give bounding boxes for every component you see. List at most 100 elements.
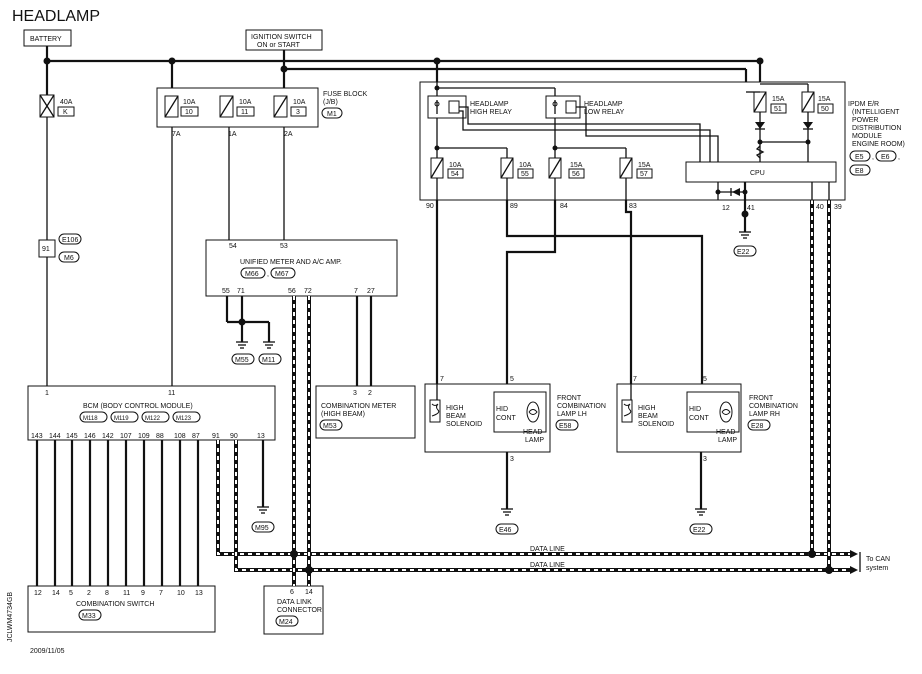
ipdm-lamp-wires bbox=[435, 200, 704, 384]
bcm-pin-label: 90 bbox=[230, 433, 238, 440]
fuse-block-label-2: (J/B) bbox=[323, 99, 338, 106]
svg-text:5: 5 bbox=[510, 376, 514, 383]
bcm-pin-label: 142 bbox=[102, 433, 114, 440]
svg-text:M119: M119 bbox=[114, 416, 129, 422]
svg-text:LAMP LH: LAMP LH bbox=[557, 411, 587, 418]
svg-text:27: 27 bbox=[367, 288, 375, 295]
switch-pin-label: 7 bbox=[159, 590, 163, 597]
svg-text:HID: HID bbox=[689, 406, 701, 413]
ignition-label-2: ON or START bbox=[257, 42, 301, 49]
svg-text:6: 6 bbox=[290, 589, 294, 596]
svg-text:12: 12 bbox=[722, 205, 730, 212]
data-line-label-1: DATA LINE bbox=[530, 546, 565, 553]
svg-text:E22: E22 bbox=[693, 527, 706, 534]
svg-text:11: 11 bbox=[168, 390, 175, 397]
svg-text:89: 89 bbox=[510, 203, 518, 210]
switch-pin-label: 12 bbox=[34, 590, 42, 597]
cpu: CPU bbox=[685, 161, 837, 183]
svg-text:SOLENOID: SOLENOID bbox=[446, 421, 482, 428]
svg-text:M122: M122 bbox=[145, 416, 161, 422]
svg-text:15A: 15A bbox=[570, 162, 583, 169]
svg-text:10A: 10A bbox=[183, 99, 196, 106]
svg-text:CONT: CONT bbox=[689, 415, 710, 422]
svg-text:3: 3 bbox=[296, 109, 300, 116]
switch-pin-label: 2 bbox=[87, 590, 91, 597]
svg-text:55: 55 bbox=[521, 171, 529, 178]
svg-text:E8: E8 bbox=[855, 168, 864, 175]
svg-text:71: 71 bbox=[237, 288, 245, 295]
svg-text:11: 11 bbox=[241, 109, 248, 116]
combo-meter-label: COMBINATION METER bbox=[321, 403, 396, 410]
ipdm: HEADLAMP HIGH RELAY HEADLAMP LOW RELAY bbox=[419, 81, 905, 214]
ipdm-fuse-57: 15A 57 bbox=[619, 157, 653, 179]
svg-text:M123: M123 bbox=[176, 416, 192, 422]
svg-text:HIGH: HIGH bbox=[638, 405, 656, 412]
joint-connector: 91 E106 M6 bbox=[38, 233, 82, 386]
date-stamp: 2009/11/05 bbox=[30, 648, 65, 655]
svg-text:54: 54 bbox=[451, 171, 459, 178]
svg-text:15A: 15A bbox=[818, 96, 831, 103]
svg-text:HIGH RELAY: HIGH RELAY bbox=[470, 109, 512, 116]
svg-text:7: 7 bbox=[633, 376, 637, 383]
ipdm-fuse-54: 10A 54 bbox=[430, 157, 464, 179]
fuse-pin-7a: 7A bbox=[172, 131, 181, 138]
svg-text:57: 57 bbox=[640, 171, 648, 178]
bcm-pin-label: 144 bbox=[49, 433, 61, 440]
battery-label: BATTERY bbox=[30, 36, 62, 43]
svg-text:E28: E28 bbox=[751, 423, 764, 430]
svg-text:2: 2 bbox=[368, 390, 372, 397]
fuse-40a-id: K bbox=[63, 109, 68, 116]
svg-text:10A: 10A bbox=[239, 99, 252, 106]
svg-text:5: 5 bbox=[703, 376, 707, 383]
svg-text:E22: E22 bbox=[737, 249, 750, 256]
svg-text:E5: E5 bbox=[855, 154, 864, 161]
svg-text:LAMP: LAMP bbox=[525, 437, 544, 444]
svg-text:IPDM E/R: IPDM E/R bbox=[848, 101, 879, 108]
svg-text:LAMP: LAMP bbox=[718, 437, 737, 444]
svg-text:15A: 15A bbox=[638, 162, 651, 169]
meter-to-combo-meter-wires bbox=[355, 296, 373, 386]
bcm-label: BCM (BODY CONTROL MODULE) bbox=[83, 403, 193, 410]
can-data-lines: DATA LINE DATA LINE To CAN system bbox=[216, 200, 890, 586]
page-title: HEADLAMP bbox=[12, 8, 100, 25]
svg-text:M66: M66 bbox=[245, 271, 259, 278]
svg-text:BEAM: BEAM bbox=[638, 413, 658, 420]
svg-text:M95: M95 bbox=[255, 525, 269, 532]
svg-text:15A: 15A bbox=[772, 96, 785, 103]
svg-text:ENGINE ROOM): ENGINE ROOM) bbox=[852, 141, 905, 148]
front-combination-lamp-lh: 7 5 HIGH BEAM SOLENOID HID CONT HEAD- LA… bbox=[424, 376, 606, 463]
bcm-pin-label: 145 bbox=[66, 433, 78, 440]
bcm-switch-wires bbox=[35, 440, 200, 586]
svg-text:CONNECTOR: CONNECTOR bbox=[277, 607, 322, 614]
battery-box: BATTERY bbox=[23, 29, 72, 47]
svg-text:,: , bbox=[872, 154, 874, 161]
svg-text:3: 3 bbox=[703, 456, 707, 463]
svg-text:10A: 10A bbox=[449, 162, 462, 169]
svg-text:COMBINATION: COMBINATION bbox=[749, 403, 798, 410]
svg-text:,: , bbox=[267, 271, 269, 278]
svg-text:10A: 10A bbox=[519, 162, 532, 169]
svg-text:HEADLAMP: HEADLAMP bbox=[470, 101, 509, 108]
svg-text:M67: M67 bbox=[275, 271, 289, 278]
svg-text:M24: M24 bbox=[279, 619, 293, 626]
svg-text:55: 55 bbox=[222, 288, 230, 295]
data-link-connector: 6 14 DATA LINK CONNECTOR M24 bbox=[263, 585, 324, 635]
svg-text:HIGH: HIGH bbox=[446, 405, 464, 412]
ipdm-fuse-55: 10A 55 bbox=[500, 157, 534, 179]
switch-pin-label: 10 bbox=[177, 590, 185, 597]
side-code: JCLWM4734GB bbox=[7, 592, 14, 642]
svg-text:51: 51 bbox=[774, 106, 782, 113]
switch-pin-label: 8 bbox=[105, 590, 109, 597]
svg-text:DATA LINK: DATA LINK bbox=[277, 599, 312, 606]
svg-text:72: 72 bbox=[304, 288, 312, 295]
bcm-pin-label: 88 bbox=[156, 433, 164, 440]
svg-text:COMBINATION: COMBINATION bbox=[557, 403, 606, 410]
svg-text:DISTRIBUTION: DISTRIBUTION bbox=[852, 125, 901, 132]
fuse-block-fuse-10: 10A 10 bbox=[164, 95, 199, 118]
switch-pin-label: 5 bbox=[69, 590, 73, 597]
ground-e22-lamp: E22 bbox=[689, 452, 713, 535]
joint-pin: 91 bbox=[42, 246, 50, 253]
bcm-pin-label: 109 bbox=[138, 433, 150, 440]
svg-text:90: 90 bbox=[426, 203, 434, 210]
svg-text:FRONT: FRONT bbox=[749, 395, 774, 402]
